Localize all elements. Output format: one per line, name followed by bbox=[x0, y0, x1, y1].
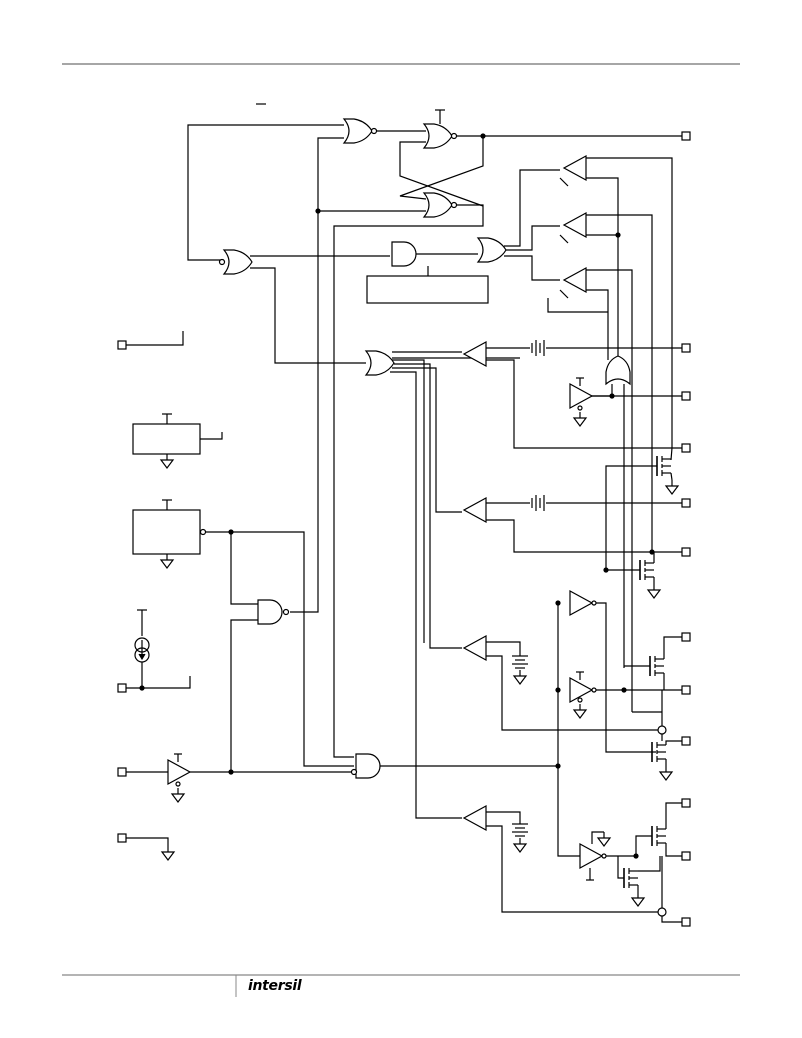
pin-right-10 bbox=[681, 798, 691, 808]
logic-block bbox=[366, 275, 489, 304]
pin-right-8 bbox=[681, 685, 691, 695]
comparator-8 bbox=[569, 383, 593, 409]
ground-m6 bbox=[631, 891, 645, 907]
and-gate-bottom bbox=[350, 753, 381, 779]
pin-left-1 bbox=[117, 340, 127, 350]
buffer-left bbox=[167, 759, 191, 785]
comparator-5 bbox=[463, 497, 487, 523]
mosfet-6 bbox=[623, 867, 639, 889]
pin-right-5 bbox=[681, 498, 691, 508]
pin-right-7 bbox=[681, 632, 691, 642]
intersil-logo: intersil bbox=[248, 978, 302, 994]
or-gate-top bbox=[343, 118, 378, 144]
comparator-2 bbox=[563, 212, 587, 238]
pin-right-11 bbox=[681, 851, 691, 861]
and-gate-mid bbox=[391, 241, 417, 267]
current-source bbox=[134, 609, 150, 688]
ground-m2 bbox=[647, 583, 661, 599]
ground-b2 bbox=[513, 837, 527, 853]
comparator-11 bbox=[579, 843, 603, 869]
ground-block1 bbox=[160, 453, 174, 469]
comparator-6 bbox=[463, 635, 487, 661]
mosfet-5 bbox=[651, 825, 667, 847]
nor-gate-latch-lower bbox=[423, 192, 458, 218]
block-upper-left bbox=[132, 423, 201, 455]
mosfet-1 bbox=[656, 455, 672, 477]
comparator-1 bbox=[563, 155, 587, 181]
pin-right-6 bbox=[681, 547, 691, 557]
mosfet-2 bbox=[639, 559, 655, 581]
ground-pin4 bbox=[161, 845, 175, 861]
pin-right-1 bbox=[681, 131, 691, 141]
or-gate-mid-right bbox=[477, 237, 507, 263]
battery-vert-1 bbox=[511, 655, 529, 669]
pin-left-4 bbox=[117, 833, 127, 843]
mosfet-3 bbox=[649, 655, 665, 677]
ground-m1 bbox=[665, 479, 679, 495]
pin-right-9 bbox=[681, 736, 691, 746]
or-gate-vertical bbox=[605, 355, 631, 386]
ground-block2 bbox=[160, 553, 174, 569]
pin-right-3 bbox=[681, 391, 691, 401]
pin-right-2 bbox=[681, 343, 691, 353]
block-lower-left bbox=[132, 509, 201, 555]
battery-2 bbox=[531, 494, 545, 512]
comparator-7 bbox=[463, 805, 487, 831]
nor-gate-latch-upper bbox=[423, 123, 458, 149]
ground-b1 bbox=[513, 669, 527, 685]
ground-c8 bbox=[573, 411, 587, 427]
pin-left-3 bbox=[117, 767, 127, 777]
ground-buffer bbox=[171, 787, 185, 803]
pin-right-12 bbox=[681, 917, 691, 927]
ground-c10 bbox=[573, 703, 587, 719]
pin-left-2 bbox=[117, 683, 127, 693]
battery-vert-2 bbox=[511, 823, 529, 837]
comparator-9 bbox=[569, 590, 593, 616]
pin-right-4 bbox=[681, 443, 691, 453]
ground-c11 bbox=[597, 831, 611, 847]
ground-m4 bbox=[659, 765, 673, 781]
comparator-4 bbox=[463, 341, 487, 367]
or-gate-mid-left bbox=[218, 249, 253, 275]
or-gate-center bbox=[365, 350, 395, 376]
and-gate-left bbox=[257, 599, 290, 625]
battery-1 bbox=[531, 339, 545, 357]
comparator-3 bbox=[563, 267, 587, 293]
